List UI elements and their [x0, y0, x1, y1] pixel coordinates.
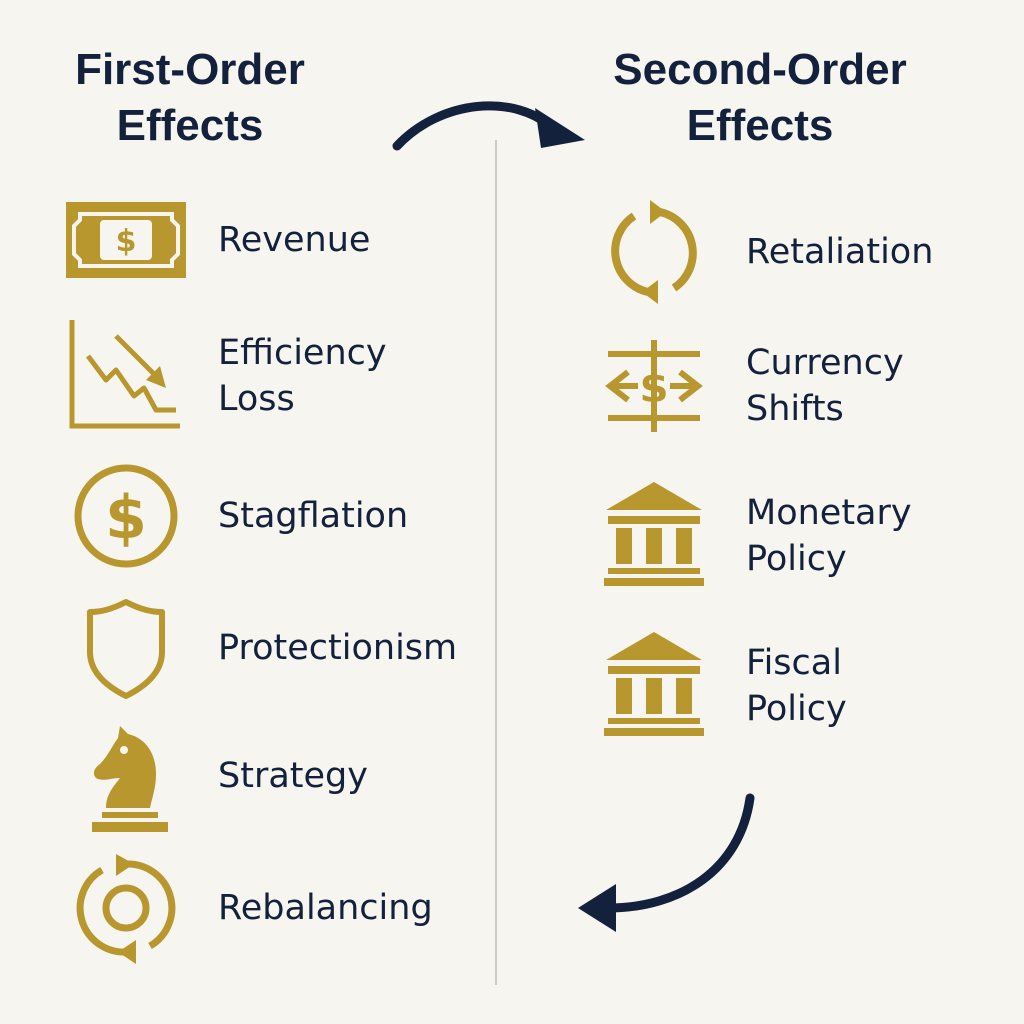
dollar-bill-icon: $: [66, 180, 186, 300]
item-monetary-policy: Monetary Policy: [594, 476, 912, 596]
label-currency-shifts-line2: Shifts: [746, 389, 844, 429]
svg-text:$: $: [116, 224, 137, 259]
label-monetary-policy-line2: Policy: [746, 539, 847, 579]
label-monetary-policy: Monetary Policy: [746, 490, 912, 582]
label-stagflation: Stagflation: [218, 496, 409, 536]
label-monetary-policy-line1: Monetary: [746, 493, 912, 533]
label-efficiency-loss-line1: Efficiency: [218, 333, 387, 373]
rebalance-cycle-icon: [66, 848, 186, 968]
label-revenue: Revenue: [218, 220, 371, 260]
bank-building-icon: [594, 626, 714, 746]
item-retaliation: Retaliation: [594, 192, 933, 312]
top-curved-arrow-icon: [392, 101, 585, 151]
label-efficiency-loss-line2: Loss: [218, 379, 295, 419]
label-fiscal-policy: Fiscal Policy: [746, 640, 847, 732]
label-strategy: Strategy: [218, 756, 368, 796]
label-rebalancing: Rebalancing: [218, 888, 433, 928]
label-efficiency-loss: Efficiency Loss: [218, 330, 387, 422]
declining-chart-icon: [66, 316, 186, 436]
shield-icon: [66, 588, 186, 708]
chess-knight-icon: [66, 716, 186, 836]
second-order-heading: Second-Order Effects: [580, 42, 940, 154]
label-currency-shifts-line1: Currency: [746, 343, 904, 383]
center-divider: [495, 140, 497, 985]
dollar-coin-icon: $: [66, 456, 186, 576]
svg-text:$: $: [639, 363, 668, 412]
item-protectionism: Protectionism: [66, 588, 457, 708]
first-order-heading-line2: Effects: [116, 101, 264, 150]
label-fiscal-policy-line1: Fiscal: [746, 643, 842, 683]
item-fiscal-policy: Fiscal Policy: [594, 626, 847, 746]
label-protectionism: Protectionism: [218, 628, 458, 668]
item-currency-shifts: $ Currency Shifts: [594, 326, 904, 446]
item-stagflation: $ Stagflation: [66, 456, 408, 576]
second-order-heading-line2: Effects: [686, 101, 834, 150]
item-strategy: Strategy: [66, 716, 368, 836]
first-order-heading-line1: First-Order: [75, 45, 305, 94]
currency-exchange-icon: $: [594, 326, 714, 446]
item-efficiency-loss: Efficiency Loss: [66, 316, 387, 436]
bank-building-icon: [594, 476, 714, 596]
item-revenue: $ Revenue: [66, 180, 370, 300]
label-fiscal-policy-line2: Policy: [746, 689, 847, 729]
svg-text:$: $: [105, 483, 147, 553]
label-retaliation: Retaliation: [746, 232, 934, 272]
first-order-heading: First-Order Effects: [40, 42, 340, 154]
second-order-heading-line1: Second-Order: [613, 45, 907, 94]
label-currency-shifts: Currency Shifts: [746, 340, 904, 432]
item-rebalancing: Rebalancing: [66, 848, 433, 968]
cycle-arrows-icon: [594, 192, 714, 312]
bottom-curved-arrow-icon: [578, 793, 755, 932]
